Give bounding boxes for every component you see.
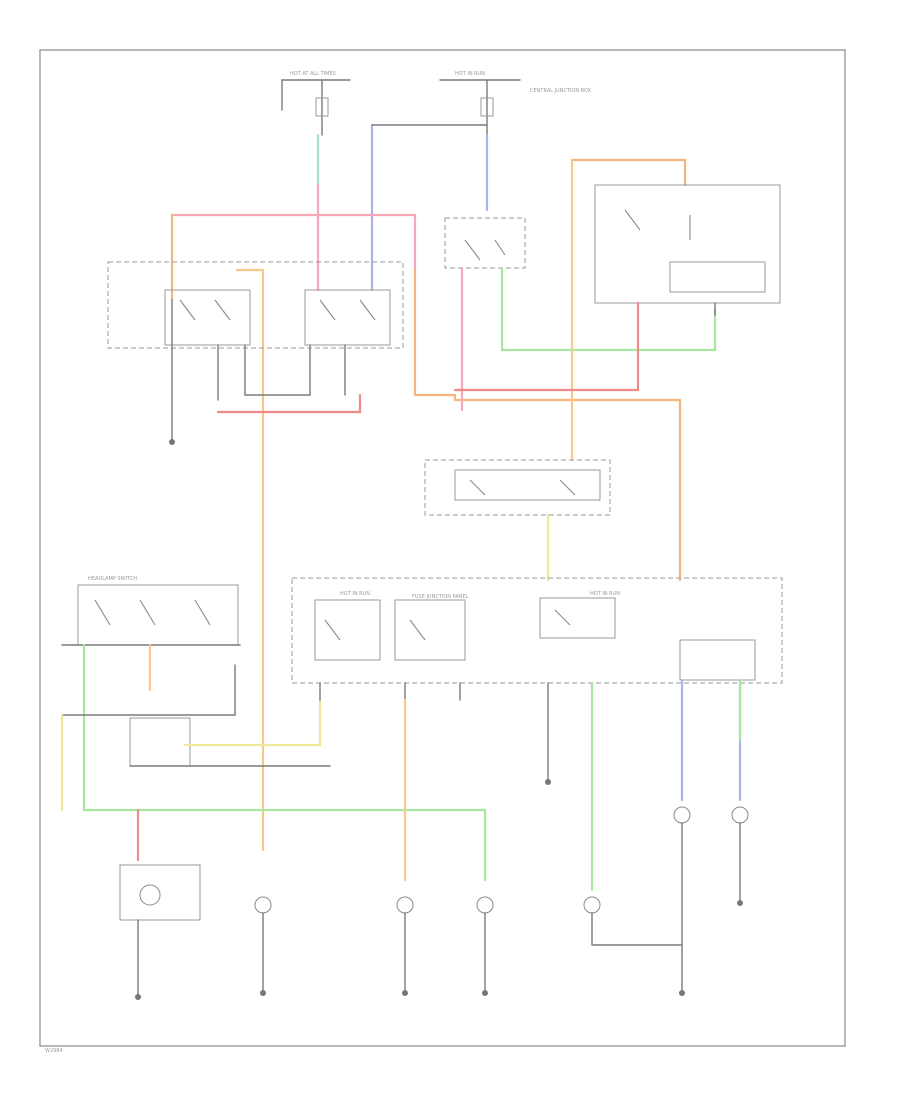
central-junction-lower: FUSE JUNCTION PANEL HOT IN RUN HOT IN RU… [291,577,783,892]
label-headlamp-switch: HEADLAMP SWITCH [88,576,137,582]
top-right-relay [453,158,781,462]
mid-relay [424,459,611,582]
label-hot-at-all-times: HOT AT ALL TIMES [290,71,336,77]
label-fuse-junction: FUSE JUNCTION PANEL [412,594,469,600]
lamp-left-front [476,896,494,914]
ground-g201 [545,779,551,785]
label-central-junction-box: CENTRAL JUNCTION BOX [530,88,592,94]
lamp-right-front [583,896,601,914]
wire-orange-main [413,268,682,582]
diagram-frame [39,49,846,1047]
lamp-rear-left [139,884,161,906]
left-switches [164,289,391,441]
label-hot-in-run: HOT IN RUN [455,71,485,77]
center-switch [444,217,717,412]
ground-g400 [679,990,685,996]
power-feeds: HOT AT ALL TIMES HOT IN RUN CENTRAL JUNC… [281,71,592,136]
ground-g200 [135,994,141,1000]
label-hot-in-run-3: HOT IN RUN [590,591,620,597]
headlamp-switch-lower: HEADLAMP SWITCH [60,576,487,996]
lamp-right-rear [396,896,414,914]
footer-code: W2984 [45,1048,63,1054]
lamp-left-turn [673,806,691,824]
lamp-left-rear [254,896,272,914]
label-hot-in-run-2: HOT IN RUN [340,591,370,597]
ground-g302 [482,990,488,996]
ground-g100 [169,439,175,445]
wire-pink-horizontal [170,213,417,272]
wire-orange-tan [235,268,265,852]
ground-g301 [402,990,408,996]
lamp-right-turn [731,806,749,824]
ground-g300 [260,990,266,996]
bottom-lamps [254,806,749,991]
headlamp-switch-box [107,261,404,349]
ground-g401 [737,900,743,906]
